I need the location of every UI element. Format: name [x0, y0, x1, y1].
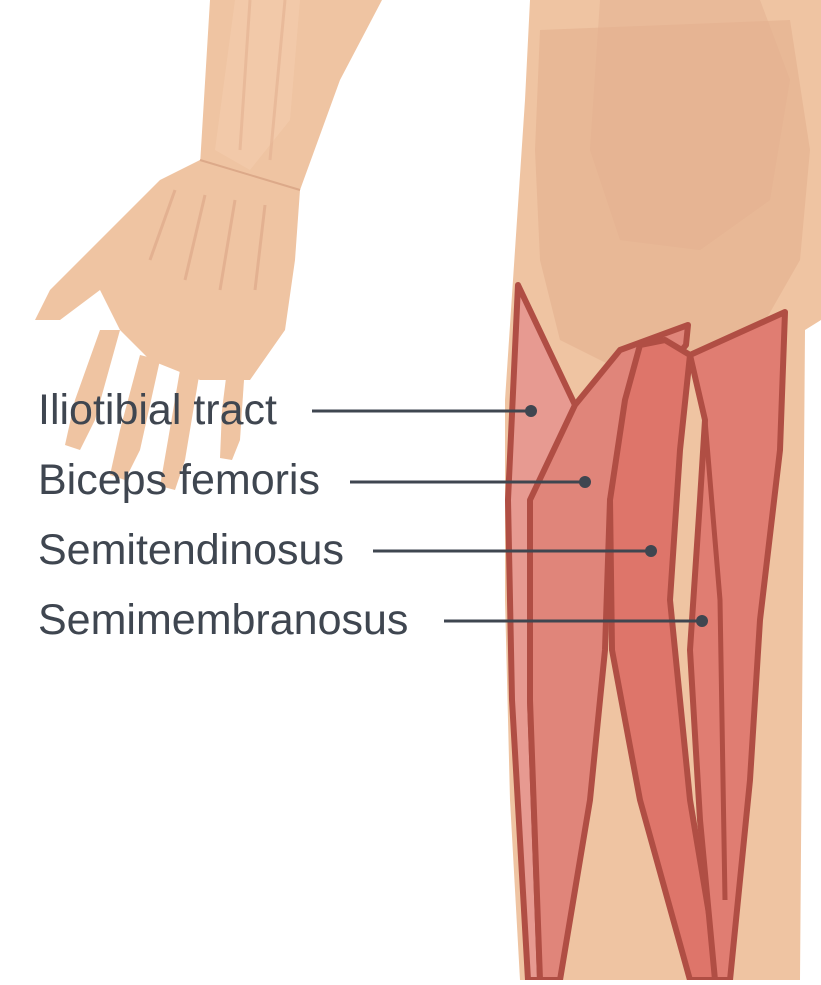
label-semitendinosus: Semitendinosus [38, 526, 344, 574]
label-semimembranosus: Semimembranosus [38, 596, 409, 644]
leader-dot-iliotibial-tract [525, 405, 537, 417]
biceps-femoris-shape [527, 322, 691, 983]
leader-dot-biceps-femoris [579, 476, 591, 488]
leader-dot-semimembranosus [696, 615, 708, 627]
hand-illustration [35, 0, 382, 490]
leader-lines [312, 409, 702, 623]
label-biceps-femoris: Biceps femoris [38, 456, 320, 504]
label-iliotibial-tract: Iliotibial tract [38, 386, 277, 434]
leader-dots [525, 405, 708, 627]
leader-dot-semitendinosus [645, 545, 657, 557]
